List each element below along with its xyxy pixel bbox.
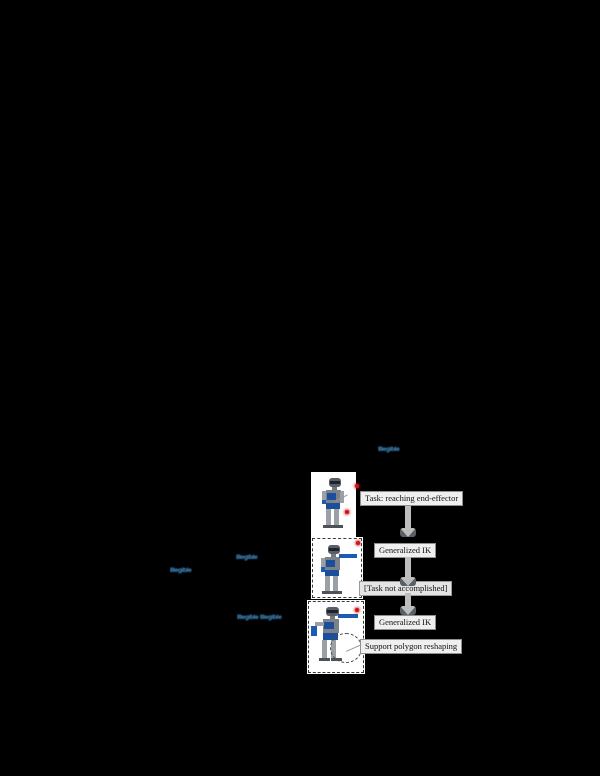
flow-step-generalized-ik-2: Generalized IK bbox=[374, 615, 437, 630]
robot-image-reaching bbox=[311, 537, 363, 599]
end-effector-marker-icon bbox=[345, 510, 349, 514]
robot-image-standing bbox=[311, 472, 356, 537]
flow-arrow-down-icon bbox=[400, 557, 416, 586]
caption-left: Illegible bbox=[170, 567, 192, 574]
end-effector-marker-icon bbox=[355, 608, 359, 612]
flow-step-support-polygon-reshaping: Support polygon reshaping bbox=[360, 639, 463, 654]
caption-top: Illegible bbox=[378, 446, 400, 453]
humanoid-robot bbox=[311, 472, 356, 537]
target-marker-icon bbox=[356, 541, 360, 545]
caption-middle: Illegible bbox=[236, 554, 258, 561]
humanoid-robot bbox=[311, 537, 363, 599]
flow-arrow-down-icon bbox=[400, 506, 416, 537]
flow-arrow-down-icon bbox=[400, 593, 416, 615]
caption-lower: Illegible Illegible bbox=[237, 614, 282, 621]
selection-box-robot-3 bbox=[308, 601, 364, 673]
selection-box-robot-2 bbox=[312, 538, 362, 598]
support-polygon-shape bbox=[330, 633, 362, 663]
target-marker-icon bbox=[355, 484, 359, 488]
flow-step-task: Task: reaching end-effector bbox=[360, 491, 464, 506]
flow-step-generalized-ik-1: Generalized IK bbox=[374, 543, 437, 558]
